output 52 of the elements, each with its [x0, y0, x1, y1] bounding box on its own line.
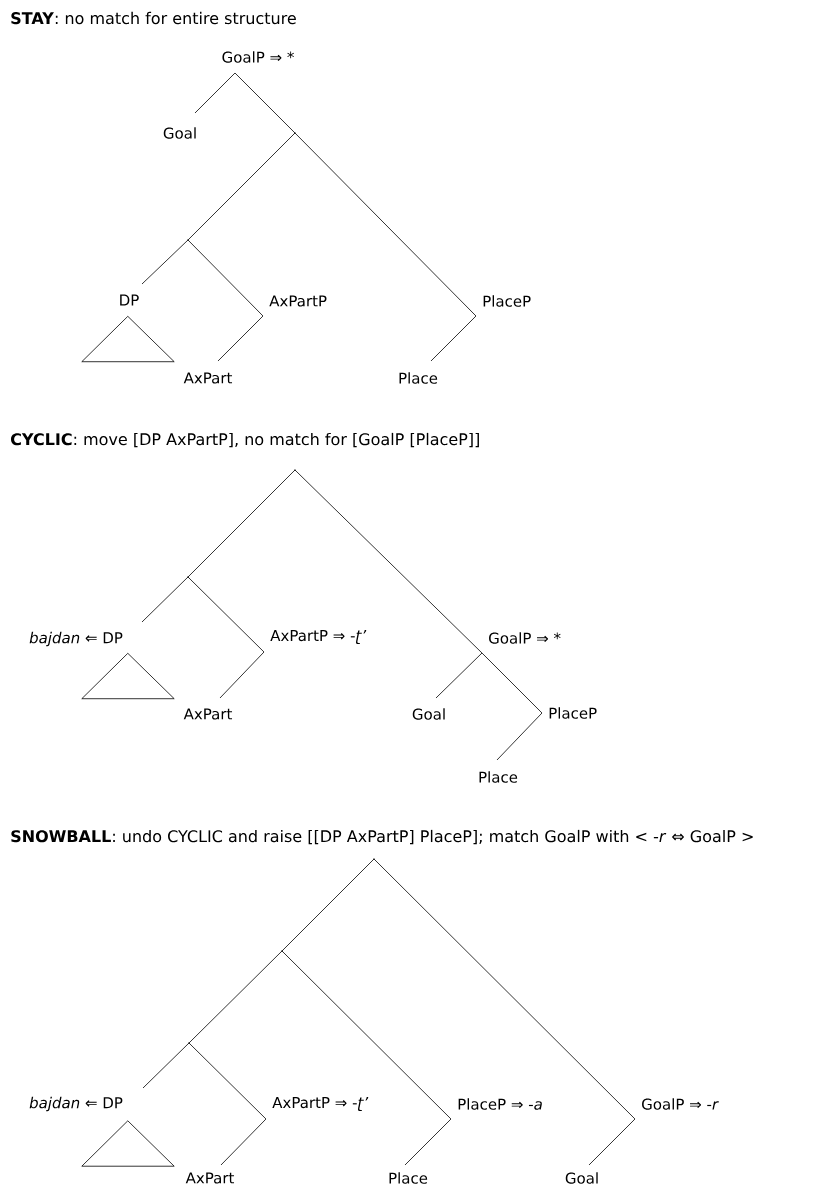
node-label: Place [399, 372, 438, 384]
heading: SNOWBALL: undo CYCLIC and raise [[DP AxPartP] PlaceP]; match GoalP with < -r ⇔ GoalP > [11, 829, 753, 845]
tree-branch [281, 858, 375, 952]
triangle [81, 315, 175, 363]
tree-branch [219, 651, 265, 699]
node-label: PlaceP [483, 295, 531, 307]
node-label: DP [120, 294, 139, 306]
tree-branch [588, 1118, 636, 1166]
node-label: AxPartP ⇒ -ʈ’ [272, 1097, 369, 1111]
node-label: bajdan ⇐ DP [29, 631, 123, 647]
heading: CYCLIC: move [DP AxPartP], no match for [GoalP [PlaceP]] [11, 432, 479, 448]
tree-branch [481, 652, 543, 714]
node-label: AxPart [183, 372, 233, 384]
node-label: AxPart [185, 1172, 235, 1184]
node-label: AxPartP [269, 295, 327, 307]
tree-branch [141, 239, 189, 285]
tree-branch [188, 950, 283, 1044]
node-label: GoalP ⇒ * [222, 51, 294, 63]
tree-branch [435, 652, 483, 699]
tree-branch [404, 1118, 452, 1166]
node-label: Goal [412, 708, 445, 720]
node-label: bajdan ⇐ DP [29, 1096, 123, 1112]
tree-branch [187, 132, 296, 241]
tree-branch [281, 950, 452, 1120]
tree-branch [294, 132, 477, 317]
tree-branch [141, 576, 189, 623]
tree-branch [187, 469, 296, 578]
triangle [81, 1120, 175, 1167]
tree-branch [187, 576, 265, 653]
tree-branch [496, 712, 543, 761]
heading: STAY: no match for entire structure [11, 11, 296, 25]
tree-branch [373, 858, 636, 1120]
tree-branch [234, 72, 296, 134]
tree-branch [217, 315, 264, 362]
node-label: AxPartP ⇒ -ʈ’ [270, 630, 367, 645]
tree-branch [220, 1118, 267, 1166]
node-label: GoalP ⇒ * [489, 632, 561, 644]
node-label: AxPart [183, 708, 233, 720]
node-label: PlaceP [549, 707, 597, 719]
tree-branch [142, 1042, 190, 1089]
node-label: Place [479, 771, 518, 783]
tree-branch [194, 72, 236, 114]
tree-branch [188, 1042, 267, 1120]
node-label: Goal [163, 127, 196, 139]
node-label: GoalP ⇒ -r [642, 1098, 719, 1110]
triangle [81, 652, 175, 700]
node-label: Place [389, 1172, 428, 1184]
node-label: PlaceP ⇒ -a [458, 1098, 542, 1110]
tree-branch [294, 469, 483, 654]
tree-branch [187, 239, 264, 317]
tree-branch [430, 315, 477, 362]
node-label: Goal [565, 1172, 598, 1184]
